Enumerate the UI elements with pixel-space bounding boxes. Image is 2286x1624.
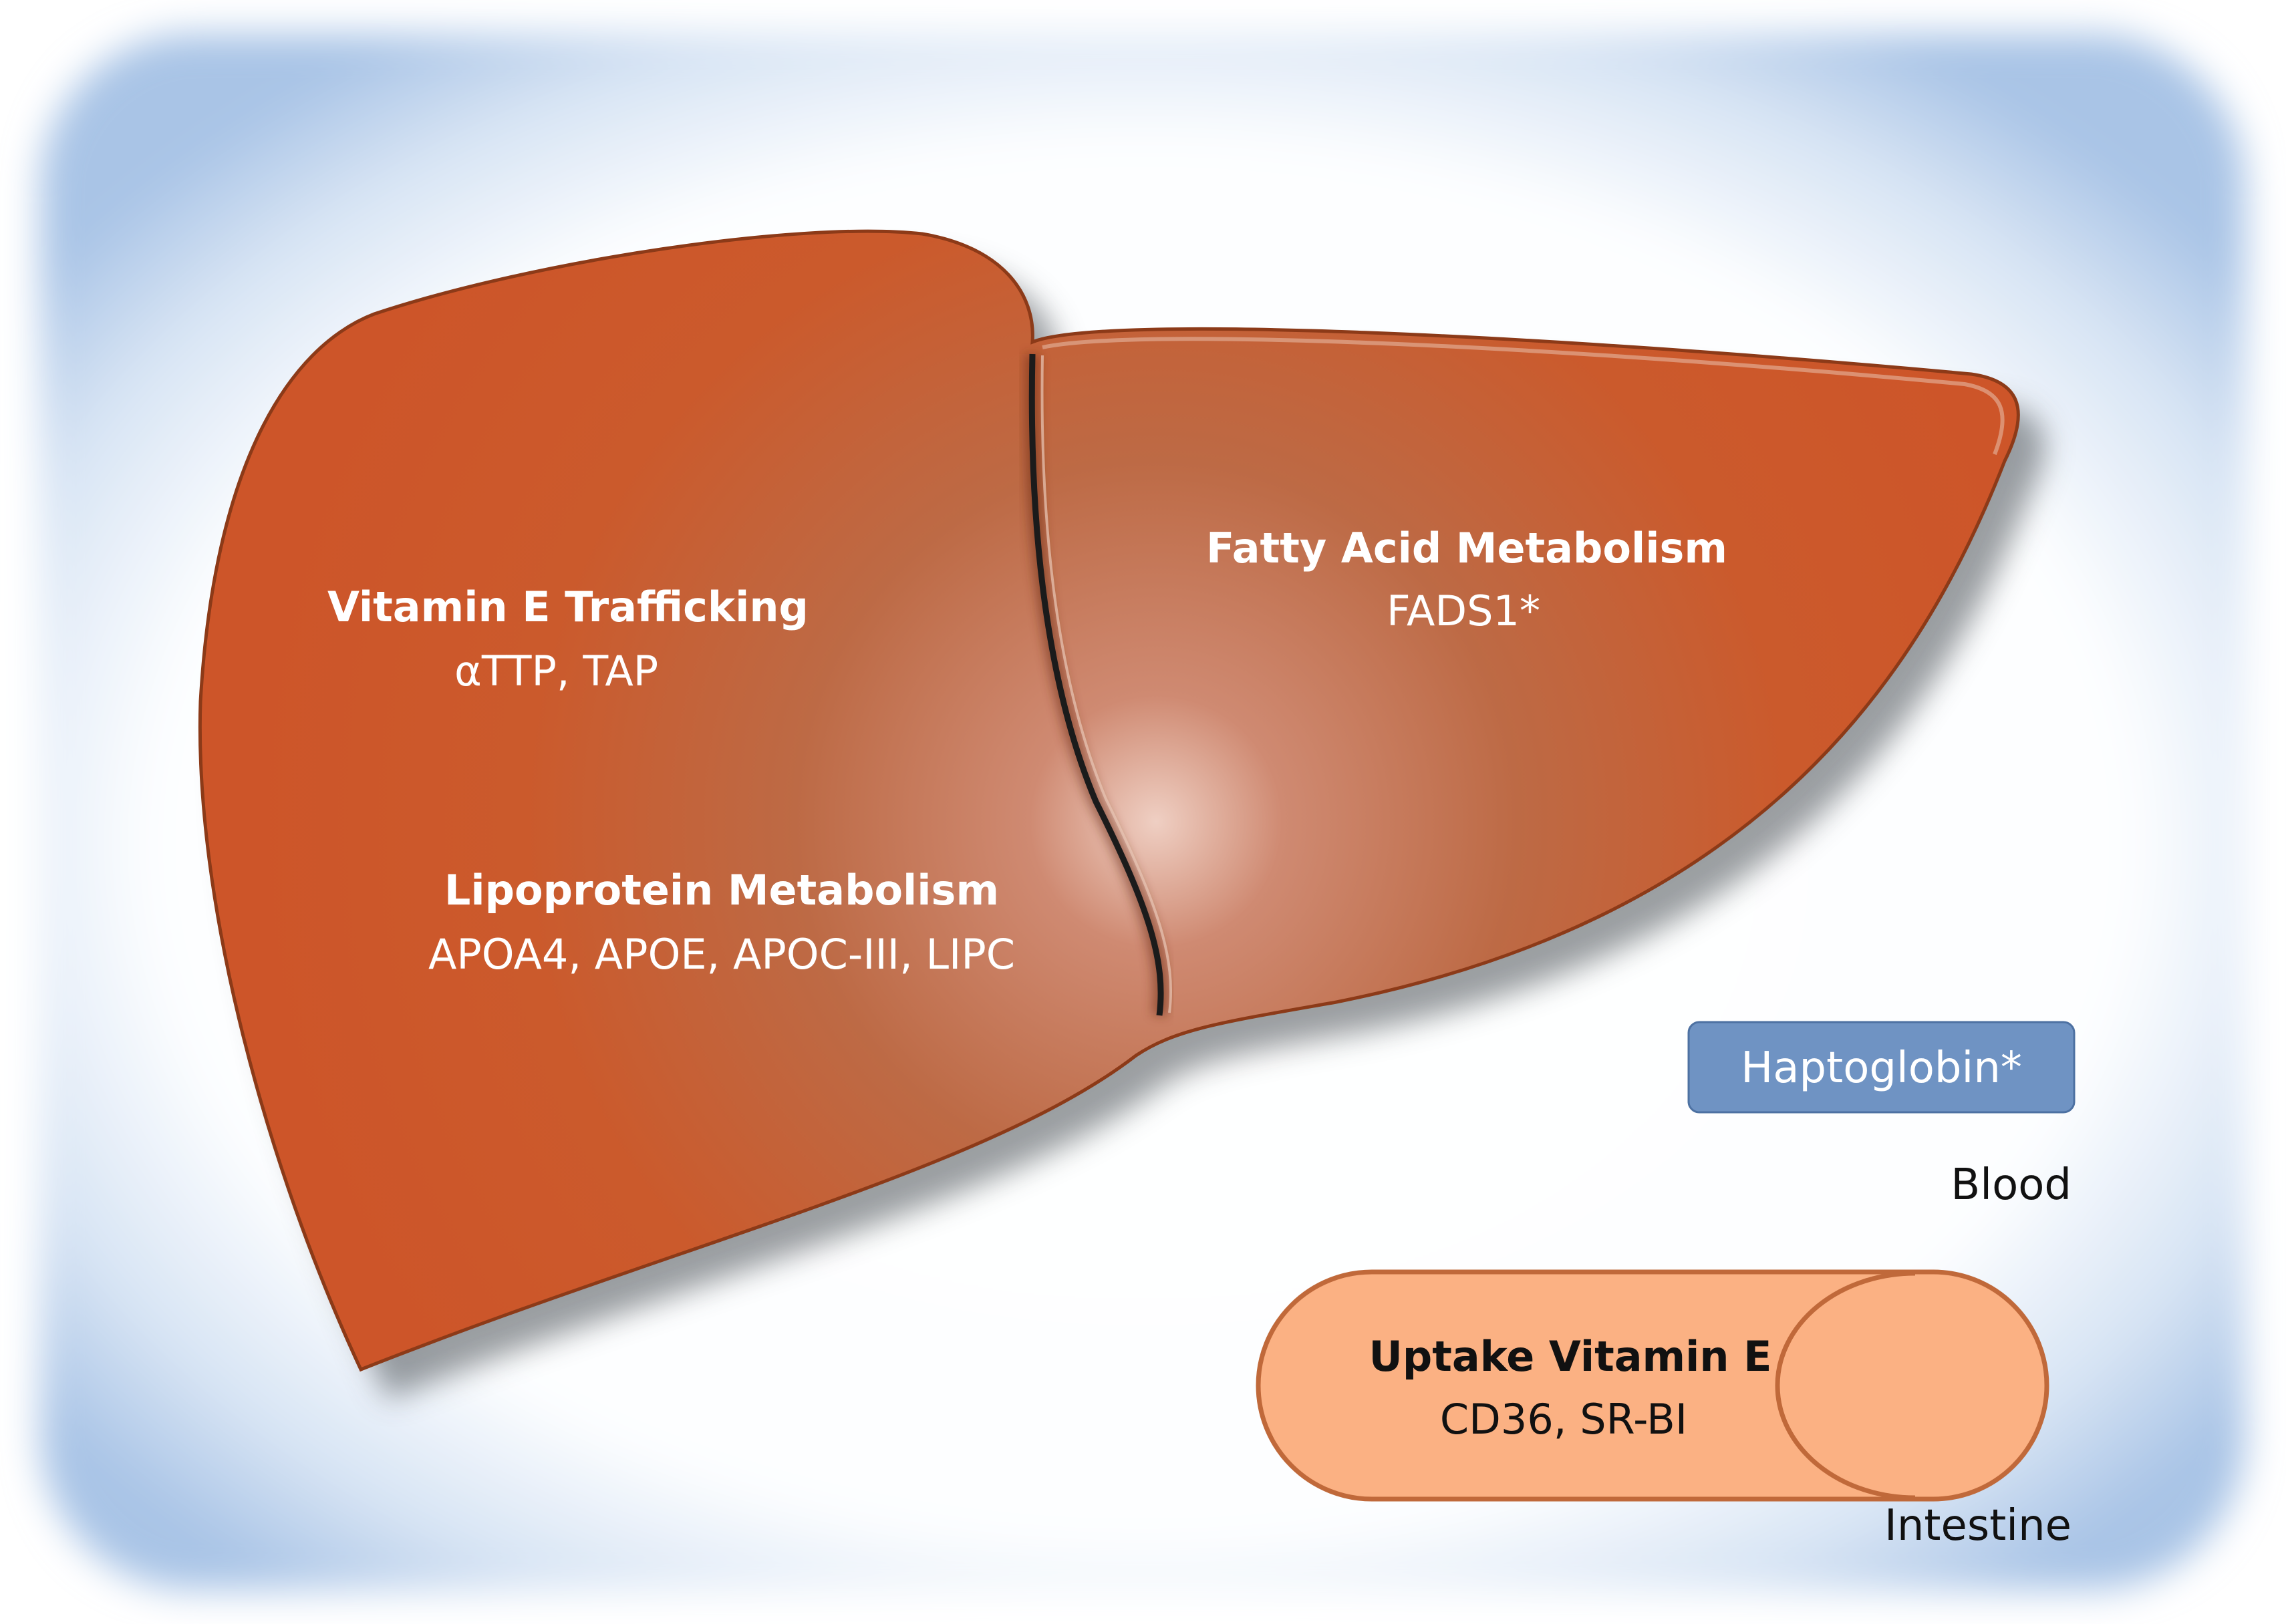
vitamin-e-trafficking-title: Vitamin E Trafficking bbox=[327, 583, 809, 631]
blood-label: Blood bbox=[1951, 1160, 2071, 1210]
liver-shape bbox=[198, 229, 2020, 1372]
intestine-capsule bbox=[1256, 1269, 2049, 1502]
vitamin-e-trafficking-genes: αTTP, TAP bbox=[454, 647, 659, 695]
fatty-acid-metabolism-genes: FADS1* bbox=[1387, 587, 1540, 635]
uptake-vitamin-e-genes: CD36, SR-BI bbox=[1439, 1395, 1688, 1444]
haptoglobin-label: Haptoglobin* bbox=[1741, 1043, 2022, 1093]
uptake-vitamin-e-title: Uptake Vitamin E bbox=[1369, 1332, 1772, 1381]
liver-rim-highlight bbox=[1042, 337, 2005, 456]
fatty-acid-metabolism-title: Fatty Acid Metabolism bbox=[1206, 524, 1727, 573]
liver-fissure-highlight bbox=[1040, 355, 1172, 1013]
intestine-cap-end bbox=[1775, 1271, 1916, 1500]
haptoglobin-box bbox=[1687, 1021, 2076, 1114]
intestine-label: Intestine bbox=[1884, 1501, 2071, 1551]
lipoprotein-metabolism-genes: APOA4, APOE, APOC-III, LIPC bbox=[428, 930, 1016, 979]
lipoprotein-metabolism-title: Lipoprotein Metabolism bbox=[444, 866, 1000, 915]
liver-fissure bbox=[1028, 353, 1164, 1016]
